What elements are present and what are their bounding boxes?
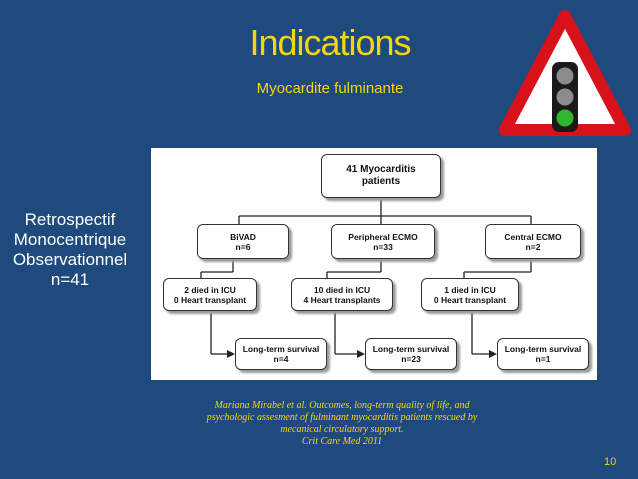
- node-label: Long-term survival: [372, 344, 450, 354]
- study-design-text: Retrospectif Monocentrique Observationne…: [2, 210, 138, 290]
- citation-line: Crit Care Med 2011: [301, 436, 383, 447]
- flowchart-outcome-node: 2 died in ICU 0 Heart transplant: [163, 278, 257, 311]
- traffic-light-warning-sign-icon: [497, 6, 633, 147]
- citation-line: Mariana Mirabel et al. Outcomes, long-te…: [214, 400, 470, 411]
- node-label: 41 Myocarditis: [346, 164, 416, 175]
- node-count: n=2: [525, 241, 541, 252]
- node-label: 4 Heart transplants: [303, 294, 381, 305]
- node-count: n=6: [235, 241, 251, 252]
- flowchart-node-peripheral-ecmo: Peripheral ECMO n=33: [331, 224, 435, 259]
- study-design-line: Monocentrique: [13, 230, 127, 249]
- study-design-line: n=41: [50, 270, 90, 289]
- traffic-light-green-icon: [556, 109, 574, 127]
- node-count: n=4: [273, 354, 289, 364]
- flowchart-survival-node: Long-term survival n=4: [235, 338, 327, 370]
- node-label: 0 Heart transplant: [173, 294, 247, 305]
- flowchart-outcome-node: 10 died in ICU 4 Heart transplants: [291, 278, 393, 311]
- flowchart-survival-node: Long-term survival n=23: [365, 338, 457, 370]
- page-number: 10: [604, 456, 617, 468]
- flowchart-connectors: [200, 198, 532, 358]
- flowchart-node-bivad: BiVAD n=6: [197, 224, 289, 259]
- citation-line: mecanical circulatory support.: [280, 424, 404, 435]
- flowchart-node-central-ecmo: Central ECMO n=2: [485, 224, 581, 259]
- traffic-light-off-icon: [556, 88, 574, 106]
- flowchart-survival-node: Long-term survival n=1: [497, 338, 589, 370]
- study-design-line: Retrospectif: [24, 210, 116, 229]
- study-design-line: Observationnel: [12, 250, 128, 269]
- node-label: patients: [361, 176, 401, 187]
- flowchart-root-node: 41 Myocarditis patients: [321, 154, 441, 198]
- node-label: 10 died in ICU: [313, 284, 371, 295]
- flowchart-panel: 41 Myocarditis patients BiVAD n=6 Periph…: [151, 148, 597, 380]
- flowchart-outcome-node: 1 died in ICU 0 Heart transplant: [421, 278, 519, 311]
- traffic-light-off-icon: [556, 67, 574, 85]
- node-label: Long-term survival: [504, 344, 582, 354]
- node-label: 0 Heart transplant: [433, 294, 507, 305]
- citation: Mariana Mirabel et al. Outcomes, long-te…: [162, 400, 522, 448]
- node-label: Peripheral ECMO: [348, 231, 418, 242]
- node-count: n=1: [535, 354, 551, 364]
- node-label: BiVAD: [230, 231, 256, 242]
- node-count: n=23: [401, 354, 421, 364]
- node-label: Central ECMO: [504, 231, 562, 242]
- node-count: n=33: [373, 241, 393, 252]
- node-label: 2 died in ICU: [184, 284, 236, 295]
- node-label: 1 died in ICU: [444, 284, 496, 295]
- node-label: Long-term survival: [242, 344, 320, 354]
- slide-title: Indications: [249, 22, 411, 63]
- citation-line: psychologic assesment of fulminant myoca…: [206, 412, 478, 423]
- slide-subtitle: Myocardite fulminante: [256, 80, 404, 97]
